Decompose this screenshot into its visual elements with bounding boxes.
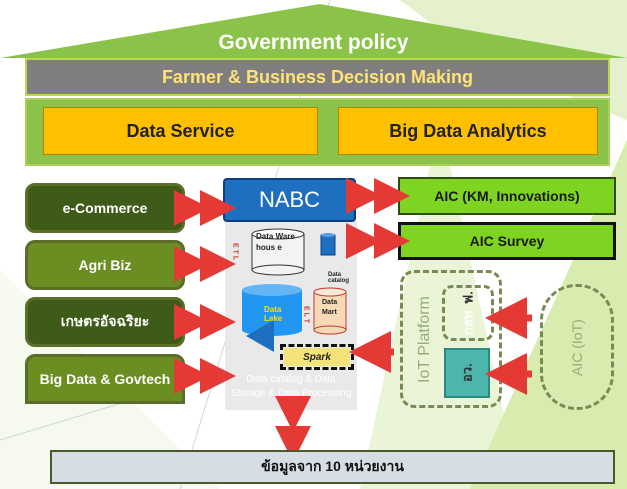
nabc-box: NABC [223, 178, 356, 222]
big-data-analytics-box: Big Data Analytics [338, 107, 598, 155]
elt-label: E L T [302, 305, 310, 323]
data-mart-cylinder [313, 287, 347, 335]
aic-survey-box: AIC Survey [398, 222, 616, 260]
ecommerce-box: e-Commerce [25, 183, 185, 233]
iot-platform-frame [400, 270, 502, 408]
spark-logo: Spark [284, 348, 350, 366]
data-service-box: Data Service [43, 107, 318, 155]
data-warehouse-label: Data Ware hous e [256, 232, 295, 252]
data-lake-label: Data Lake [264, 305, 283, 323]
data-catalog-label: Data catalog [328, 272, 350, 284]
big-data-govtech-box: Big Data & Govtech [25, 354, 185, 404]
government-policy-title: Government policy [218, 31, 409, 54]
data-mart-label: Data Mart [322, 299, 338, 316]
data-warehouse-cylinder [251, 228, 305, 276]
agri-biz-box: Agri Biz [25, 240, 185, 290]
database-icon [320, 233, 336, 256]
aic-iot-frame [540, 284, 614, 410]
aic-km-box: AIC (KM, Innovations) [398, 177, 616, 215]
smart-farming-box: เกษตรอัจฉริยะ [25, 297, 185, 347]
play-triangle-icon [246, 320, 274, 352]
roof-shape [0, 4, 627, 58]
storage-caption: Data catalog & Data Storage & Data Proce… [230, 374, 352, 399]
farmer-business-banner: Farmer & Business Decision Making [25, 58, 610, 96]
data-sources-footer: ข้อมูลจาก 10 หน่วยงาน [50, 450, 615, 484]
